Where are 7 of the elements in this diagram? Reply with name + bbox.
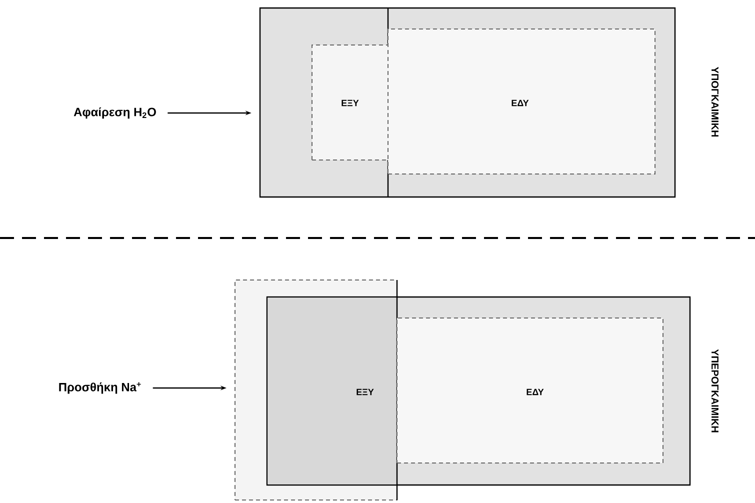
bare-label: Αφαίρεση H$_{2}$O xyxy=(74,107,156,119)
side-label: ΥΠΟΓΚΑΙΜΙΚΗ xyxy=(711,66,719,137)
compartment-box: ΕΔΥ xyxy=(396,317,664,464)
compartment-box: ΕΔΥ xyxy=(388,28,656,174)
compartment-box: ΕΞΥ xyxy=(312,44,388,160)
side-label: ΥΠΕΡΟΓΚΑΙΜΙΚΗ xyxy=(711,349,719,432)
bare-label: Προσθήκη Na$^{+}$ xyxy=(59,382,141,394)
